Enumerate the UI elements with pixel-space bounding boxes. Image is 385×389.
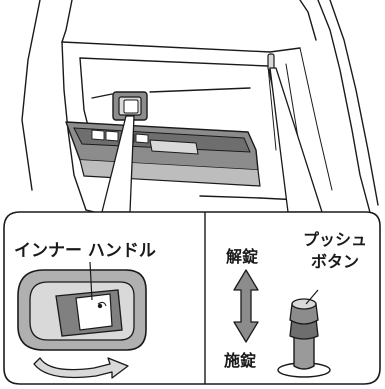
- lock-label: 施錠: [224, 351, 257, 370]
- push-button-large: [277, 289, 331, 378]
- armrest-switch-panel: [65, 121, 261, 187]
- door-illustration: [21, 0, 379, 221]
- push-button-label-line1: プッシュ: [303, 230, 368, 249]
- push-button-label-line2: ボタン: [311, 252, 360, 271]
- push-button-leader: [305, 289, 319, 305]
- inner-handle-large: [17, 261, 147, 351]
- pull-arrow-icon: [33, 357, 129, 379]
- inner-handle-label: インナー ハンドル: [14, 241, 156, 261]
- door-inner-handle-small: [112, 91, 148, 121]
- unlock-label: 解錠: [226, 247, 259, 266]
- lock-unlock-double-arrow-icon: [233, 269, 259, 343]
